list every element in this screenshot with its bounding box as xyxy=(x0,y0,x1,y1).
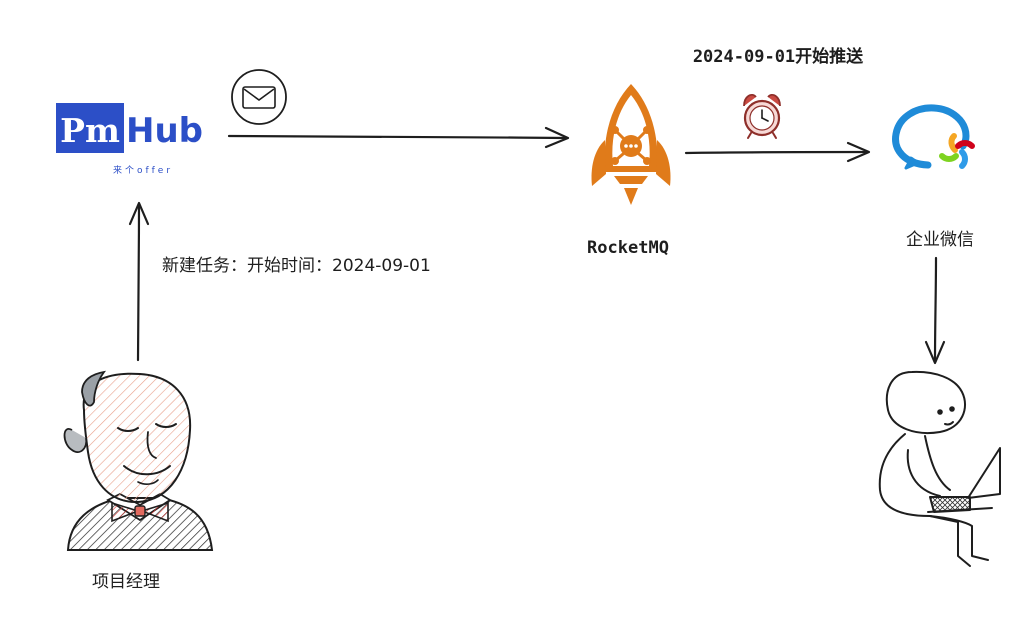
user-with-laptop-figure xyxy=(878,370,1001,567)
arrow-wecom-to-user xyxy=(924,256,946,365)
edge-label-create-task: 新建任务：开始时间：2024-09-01 xyxy=(162,256,431,276)
pmhub-logo-right: Hub xyxy=(126,111,203,151)
rocket-icon xyxy=(591,84,671,205)
arrow-manager-to-pmhub xyxy=(128,201,150,362)
arrow-pmhub-to-rocketmq xyxy=(227,126,570,149)
rocketmq-label: RocketMQ xyxy=(587,238,669,258)
arrow-rocketmq-to-wecom xyxy=(684,141,871,163)
edge-label-start-push: 2024-09-01开始推送 xyxy=(693,46,864,67)
wecom-logo-icon xyxy=(892,104,975,170)
pmhub-logo-badge xyxy=(56,103,124,153)
mail-icon xyxy=(231,69,287,125)
pmhub-logo: Pm Hub 来个offer xyxy=(56,103,203,176)
pmhub-tagline: 来个offer xyxy=(113,165,173,176)
project-manager-figure xyxy=(63,370,214,551)
alarm-clock-icon xyxy=(743,93,781,139)
manager-label: 项目经理 xyxy=(92,572,160,592)
pmhub-logo-left: Pm xyxy=(60,111,120,150)
wecom-label: 企业微信 xyxy=(906,230,974,250)
